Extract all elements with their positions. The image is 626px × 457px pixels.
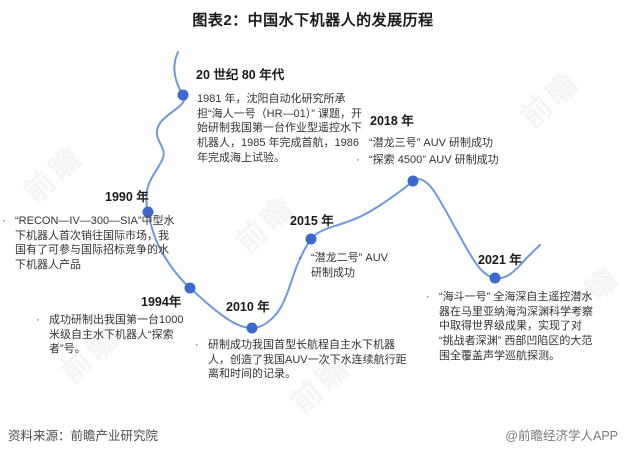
milestone-item-text: “RECON—IV—300—SIA”中型水下机器人首次销往国际市场，我国有了可参… (15, 215, 175, 272)
bullet-icon: · (2, 215, 6, 227)
timeline-node-1990 (142, 206, 154, 218)
data-source-note: 资料来源：前瞻产业研究院 (8, 429, 159, 443)
milestone-item: · 1981 年，沈阳自动化研究所承担“海人一号（HR—01）” 课题，开始研制… (184, 92, 366, 166)
bullet-icon: · (298, 252, 302, 264)
milestone-item: · “潜龙二号” AUV 研制成功 (298, 251, 393, 280)
timeline-node-2010 (246, 322, 258, 334)
brand-credit: @前瞻经济学人APP (505, 429, 618, 443)
milestone-item: · “探索 4500” AUV 研制成功 (356, 153, 596, 168)
milestone-items-2010: · 研制成功我国首型长航程自主水下机器人，创造了我国AUV一次下水连续航行距离和… (195, 338, 415, 384)
milestone-item-text: “潜龙三号” AUV 研制成功 (369, 137, 494, 149)
milestone-year-1994: 1994年 (141, 295, 182, 309)
milestone-items-2015: · “潜龙二号” AUV 研制成功 (298, 251, 393, 282)
page-title: 图表2：中国水下机器人的发展历程 (192, 12, 434, 29)
milestone-item: · 成功研制出我国第一台1000米级自主水下机器人“探索者”号。 (36, 313, 186, 357)
milestone-item-text: 1981 年，沈阳自动化研究所承担“海人一号（HR—01）” 课题，开始研制我国… (197, 93, 363, 164)
milestone-item-text: “海斗一号” 全海深自主遥控潜水器在马里亚纳海沟深渊科学考察中取得世界级成果，实… (439, 291, 593, 362)
milestone-item: · “潜龙三号” AUV 研制成功 (356, 136, 596, 151)
milestone-year-2018: 2018 年 (370, 114, 414, 128)
milestone-year-1980s: 20 世纪 80 年代 (196, 68, 285, 82)
milestone-item: · “RECON—IV—300—SIA”中型水下机器人首次销往国际市场，我国有了… (2, 214, 178, 273)
milestone-item: · “海斗一号” 全海深自主遥控潜水器在马里亚纳海沟深渊科学考察中取得世界级成果… (426, 290, 598, 364)
timeline-node-1980s (177, 89, 189, 101)
bullet-icon: · (356, 153, 360, 166)
timeline-node-2018 (407, 175, 419, 187)
milestone-items-1980s: · 1981 年，沈阳自动化研究所承担“海人一号（HR—01）” 课题，开始研制… (184, 92, 366, 168)
milestone-items-2018: · “潜龙三号” AUV 研制成功 · “探索 4500” AUV 研制成功 (356, 136, 596, 169)
bullet-icon: · (195, 339, 199, 351)
timeline-node-2015 (305, 233, 317, 245)
timeline-node-1994 (184, 282, 196, 294)
milestone-item-text: 研制成功我国首型长航程自主水下机器人，创造了我国AUV一次下水连续航行距离和时间… (208, 339, 407, 381)
milestone-items-2021: · “海斗一号” 全海深自主遥控潜水器在马里亚纳海沟深渊科学考察中取得世界级成果… (426, 290, 598, 366)
milestone-year-1990: 1990 年 (105, 190, 149, 204)
milestone-year-2021: 2021 年 (478, 253, 522, 267)
milestone-items-1990: · “RECON—IV—300—SIA”中型水下机器人首次销往国际市场，我国有了… (2, 214, 178, 275)
milestone-year-2015: 2015 年 (290, 214, 334, 228)
milestone-year-2010: 2010 年 (226, 300, 270, 314)
milestone-item-text: “探索 4500” AUV 研制成功 (369, 153, 499, 166)
milestone-item-text: 成功研制出我国第一台1000米级自主水下机器人“探索者”号。 (49, 314, 184, 356)
timeline-path (145, 51, 541, 330)
bullet-icon: · (184, 93, 188, 105)
milestone-item-text: “潜龙二号” AUV 研制成功 (311, 252, 388, 279)
bullet-icon: · (356, 137, 360, 149)
bullet-icon: · (36, 314, 40, 326)
bullet-icon: · (426, 291, 430, 303)
timeline-node-2021 (489, 272, 501, 284)
milestone-item: · 研制成功我国首型长航程自主水下机器人，创造了我国AUV一次下水连续航行距离和… (195, 338, 415, 382)
milestone-items-1994: · 成功研制出我国第一台1000米级自主水下机器人“探索者”号。 (36, 313, 186, 359)
